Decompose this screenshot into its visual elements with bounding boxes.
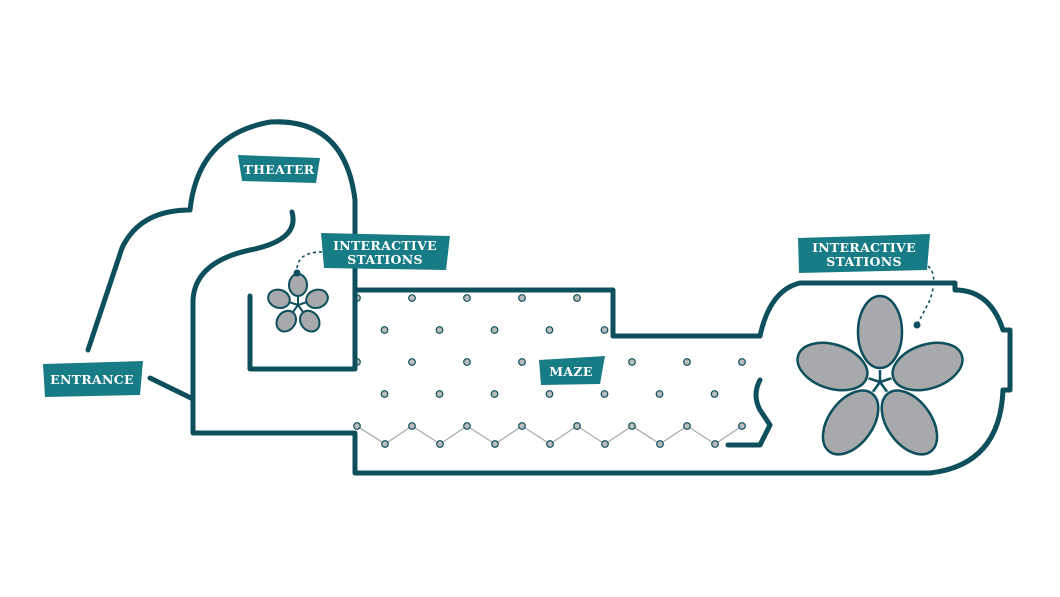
maze-edge bbox=[659, 425, 688, 445]
maze-node bbox=[546, 440, 554, 448]
maze-node bbox=[490, 326, 499, 334]
label-maze: MAZE bbox=[539, 356, 605, 385]
maze-lattice bbox=[353, 294, 746, 448]
stations-large-line2: STATIONS bbox=[826, 254, 902, 269]
maze-edge bbox=[384, 425, 413, 445]
maze-node bbox=[600, 390, 609, 398]
maze-node bbox=[490, 390, 499, 398]
maze-node bbox=[380, 390, 389, 398]
maze-node bbox=[545, 326, 554, 334]
maze-edge bbox=[411, 425, 441, 445]
label-stations-large: INTERACTIVE STATIONS bbox=[798, 234, 930, 273]
maze-label-text: MAZE bbox=[549, 364, 592, 379]
maze-node bbox=[380, 326, 389, 334]
label-theater: THEATER bbox=[238, 155, 320, 183]
pod-spoke bbox=[868, 377, 881, 384]
maze-node bbox=[683, 422, 691, 430]
maze-edge bbox=[466, 425, 496, 445]
small-stations-pod bbox=[267, 273, 329, 333]
interactive-station bbox=[821, 389, 880, 456]
maze-edge bbox=[521, 425, 551, 445]
maze-edge bbox=[576, 425, 606, 445]
leader-large-stations bbox=[917, 262, 935, 324]
maze-node bbox=[408, 294, 416, 302]
leader-dot-large bbox=[913, 321, 921, 329]
maze-edge bbox=[714, 425, 743, 445]
maze-edge bbox=[494, 425, 523, 445]
maze-node bbox=[518, 422, 526, 430]
maze-node bbox=[683, 358, 691, 366]
pod-spoke bbox=[289, 301, 299, 306]
theater-inner-wall bbox=[190, 209, 1006, 476]
maze-edge bbox=[686, 425, 716, 445]
stations-small-line2: STATIONS bbox=[347, 252, 423, 267]
maze-node bbox=[656, 440, 664, 448]
maze-node bbox=[381, 440, 389, 448]
pod-spoke bbox=[297, 304, 305, 313]
label-stations-small: INTERACTIVE STATIONS bbox=[321, 233, 450, 270]
leader-small-stations bbox=[296, 251, 323, 273]
pod-spoke bbox=[291, 304, 299, 313]
maze-node bbox=[738, 422, 746, 430]
maze-edge bbox=[549, 425, 578, 445]
maze-node bbox=[435, 390, 444, 398]
maze-node bbox=[573, 422, 581, 430]
entrance-label-text: ENTRANCE bbox=[50, 372, 134, 387]
maze-node bbox=[463, 358, 471, 366]
right-room-wall bbox=[757, 280, 1013, 393]
maze-node bbox=[435, 326, 444, 334]
pod-spoke bbox=[297, 301, 307, 306]
maze-node bbox=[655, 390, 664, 398]
maze-edge bbox=[604, 425, 633, 445]
maze-node bbox=[628, 422, 636, 430]
stations-large-line1: INTERACTIVE bbox=[812, 240, 916, 255]
maze-node bbox=[573, 294, 581, 302]
maze-node bbox=[710, 390, 719, 398]
maze-edge bbox=[439, 425, 468, 445]
entrance-wall bbox=[147, 375, 194, 401]
maze-top-wall bbox=[352, 287, 763, 339]
maze-edge bbox=[356, 425, 386, 445]
maze-node bbox=[353, 422, 361, 430]
maze-node bbox=[711, 440, 719, 448]
maze-node bbox=[628, 358, 636, 366]
maze-edge bbox=[631, 425, 661, 445]
stations-small-line1: INTERACTIVE bbox=[333, 238, 437, 253]
maze-node bbox=[518, 294, 526, 302]
maze-node bbox=[738, 358, 746, 366]
theater-label-text: THEATER bbox=[244, 162, 315, 177]
interactive-station bbox=[267, 288, 291, 310]
leader-dot-small bbox=[293, 269, 301, 277]
pod-spoke bbox=[871, 381, 882, 393]
stations-room-wall bbox=[247, 287, 358, 372]
interactive-station bbox=[880, 389, 939, 456]
label-entrance: ENTRANCE bbox=[43, 361, 143, 397]
pod-spoke bbox=[879, 377, 892, 384]
large-stations-pod bbox=[796, 294, 964, 456]
pod-spoke bbox=[878, 381, 889, 393]
interactive-station bbox=[288, 273, 308, 297]
interactive-station bbox=[275, 309, 297, 333]
interactive-station bbox=[305, 288, 329, 310]
interactive-station bbox=[856, 294, 904, 370]
interactive-station bbox=[796, 341, 869, 392]
walls bbox=[85, 119, 1013, 476]
maze-node bbox=[600, 326, 609, 334]
maze-node bbox=[491, 440, 499, 448]
interactive-station bbox=[299, 309, 321, 333]
maze-node bbox=[545, 390, 554, 398]
maze-node bbox=[436, 440, 444, 448]
right-room-inner-wall bbox=[725, 377, 773, 448]
maze-node bbox=[463, 294, 471, 302]
interactive-station bbox=[891, 341, 964, 392]
maze-node bbox=[463, 422, 471, 430]
maze-node bbox=[408, 358, 416, 366]
theater-outer-wall bbox=[85, 119, 358, 353]
maze-node bbox=[408, 422, 416, 430]
maze-node bbox=[601, 440, 609, 448]
maze-node bbox=[518, 358, 526, 366]
